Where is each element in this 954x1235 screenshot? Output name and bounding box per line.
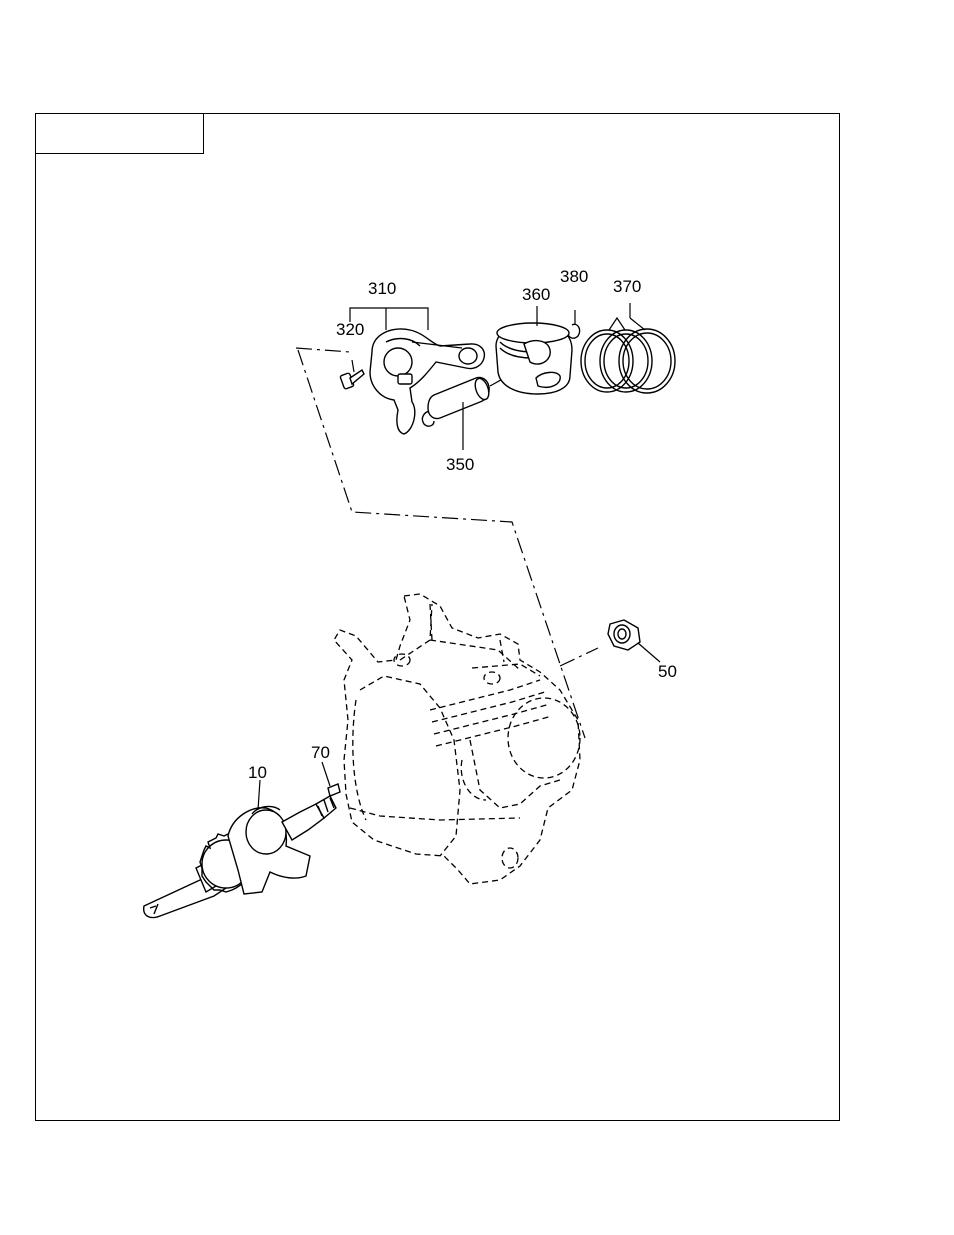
callout-50: 50 (658, 662, 677, 681)
callout-360: 360 (522, 285, 550, 304)
callout-310: 310 (368, 279, 396, 298)
key-icon (322, 762, 340, 796)
crankcase-outline (334, 594, 580, 884)
bolt-icon (340, 360, 364, 389)
callout-70: 70 (311, 743, 330, 762)
seal-icon (608, 620, 660, 662)
crankshaft-icon (144, 780, 336, 918)
piston-ring-icon (581, 303, 675, 393)
callout-10: 10 (248, 763, 267, 782)
callout-350: 350 (446, 455, 474, 474)
callout-370: 370 (613, 277, 641, 296)
callout-380: 380 (560, 267, 588, 286)
piston-pin-icon (428, 376, 508, 450)
piston-icon (496, 306, 575, 394)
callout-320: 320 (336, 320, 364, 339)
